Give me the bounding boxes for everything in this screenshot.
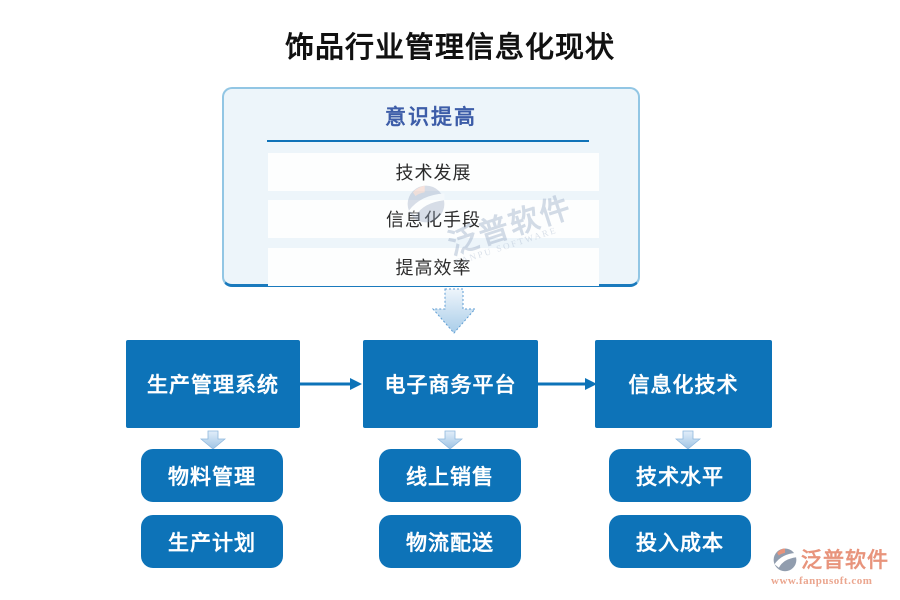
sub-box-technical-level: 技术水平 — [609, 449, 751, 502]
small-down-arrow-icon-1 — [200, 430, 226, 450]
sub-box-material-management: 物料管理 — [141, 449, 283, 502]
sub-box-input-cost: 投入成本 — [609, 515, 751, 568]
awareness-panel: 意识提高 技术发展 信息化手段 提高效率 — [222, 87, 640, 287]
right-arrow-icon-1 — [300, 378, 362, 390]
panel-item-improve-efficiency: 提高效率 — [268, 248, 599, 286]
page-title: 饰品行业管理信息化现状 — [284, 32, 615, 64]
small-down-arrow-icon-2 — [437, 430, 463, 450]
panel-item-tech-development: 技术发展 — [268, 153, 599, 191]
panel-header-underline — [267, 140, 589, 142]
right-arrow-icon-2 — [535, 378, 597, 390]
panel-header: 意识提高 — [385, 105, 477, 129]
small-down-arrow-icon-3 — [675, 430, 701, 450]
sub-box-production-plan: 生产计划 — [141, 515, 283, 568]
brand-name: 泛普软件 — [801, 548, 889, 572]
main-box-informatization-tech: 信息化技术 — [595, 340, 772, 428]
panel-item-informatization-means: 信息化手段 — [268, 200, 599, 238]
main-box-ecommerce-platform: 电子商务平台 — [363, 340, 538, 428]
sub-box-online-sales: 线上销售 — [379, 449, 521, 502]
main-box-production-management: 生产管理系统 — [126, 340, 300, 428]
fanpu-brand-icon — [773, 548, 797, 572]
brand-block: 泛普软件 www.fanpusoft.com — [771, 544, 895, 587]
sub-box-logistics-delivery: 物流配送 — [379, 515, 521, 568]
big-down-arrow-icon — [432, 288, 476, 334]
brand-url: www.fanpusoft.com — [771, 575, 873, 587]
